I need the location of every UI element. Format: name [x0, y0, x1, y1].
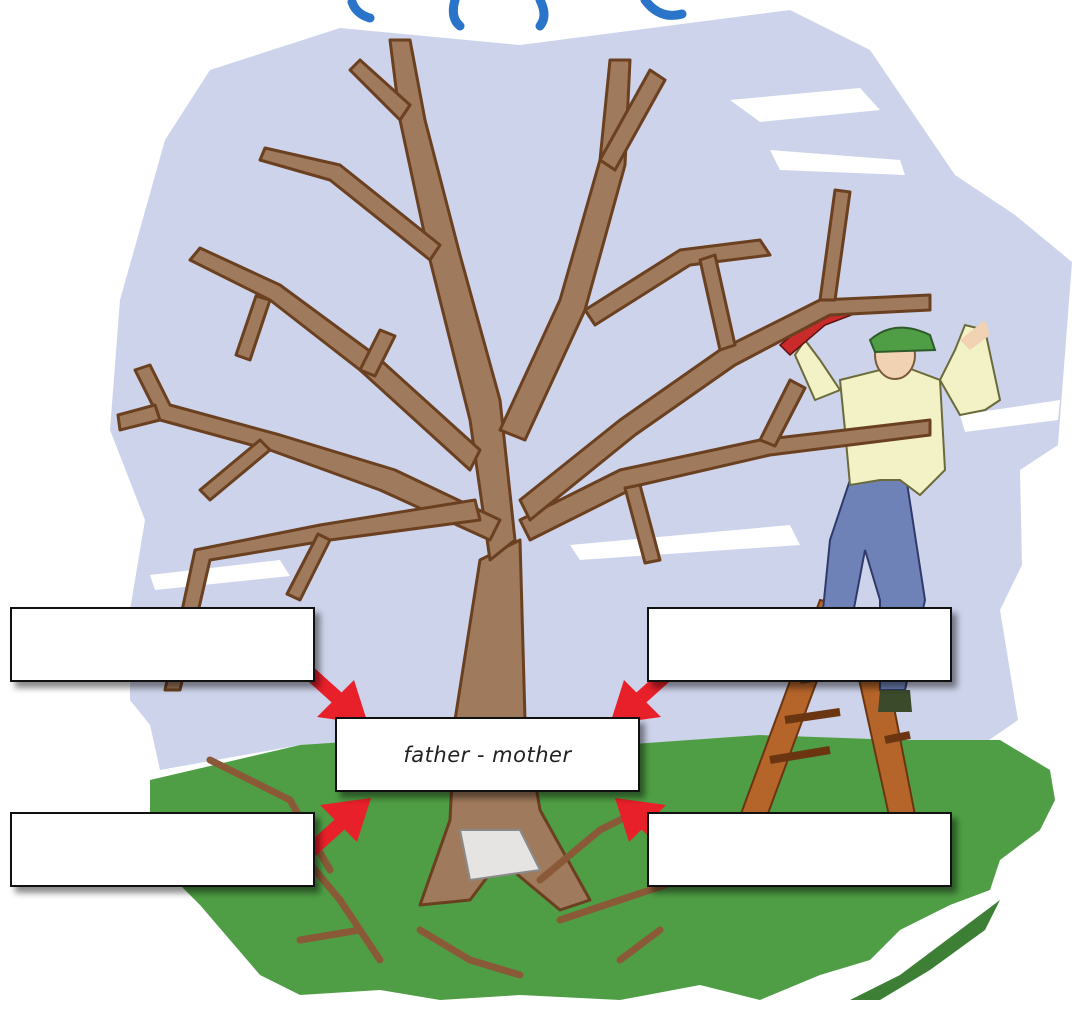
pruned-tree [116, 38, 932, 912]
cloud-streaks [150, 88, 1060, 590]
empty-box-top-right[interactable] [647, 607, 952, 682]
empty-box-top-left[interactable] [10, 607, 315, 682]
title-fragment [347, 0, 687, 31]
grass-ground [150, 735, 1055, 1000]
center-label-box: father - mother [335, 717, 640, 792]
empty-box-bottom-left[interactable] [10, 812, 315, 887]
center-label: father - mother [403, 742, 572, 767]
empty-box-bottom-right[interactable] [647, 812, 952, 887]
